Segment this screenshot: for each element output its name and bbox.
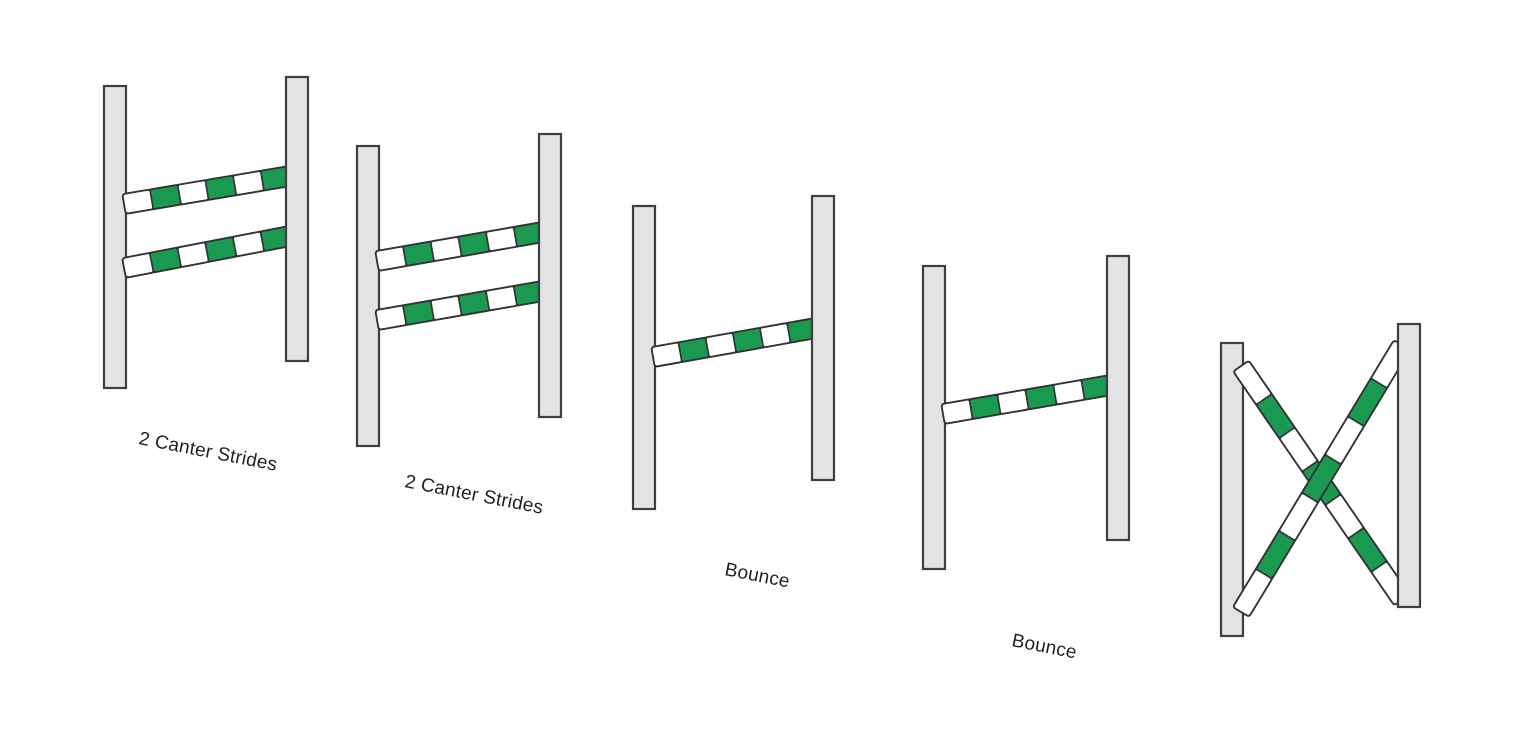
jump-standard-post: [284, 75, 310, 363]
jump-standard-post: [355, 144, 381, 448]
jump-standard-post: [102, 84, 128, 390]
jump-standard-post: [631, 204, 657, 511]
jump-standard-post: [1219, 341, 1245, 638]
jump-pole: [374, 280, 546, 331]
jump-standard-post: [921, 264, 947, 571]
jump-pole: [940, 374, 1114, 425]
jump-vertical-single-rail-2: [921, 254, 1131, 571]
jump-pole: [121, 165, 293, 215]
jump-standard-post: [537, 132, 563, 419]
jump-standard-post: [1105, 254, 1131, 542]
jump-standard-post: [1396, 322, 1422, 609]
jump-oxer-two-rails-1: [102, 75, 310, 390]
jump-pole: [1233, 360, 1410, 606]
jump-standard-post: [810, 194, 836, 482]
jump-vertical-single-rail-1: [631, 194, 836, 511]
jump-cross-rail: [1219, 322, 1422, 638]
jump-oxer-two-rails-2: [355, 132, 563, 448]
jumps-layer: [102, 75, 1422, 638]
jump-pole: [374, 221, 546, 272]
jump-pole: [650, 317, 819, 368]
